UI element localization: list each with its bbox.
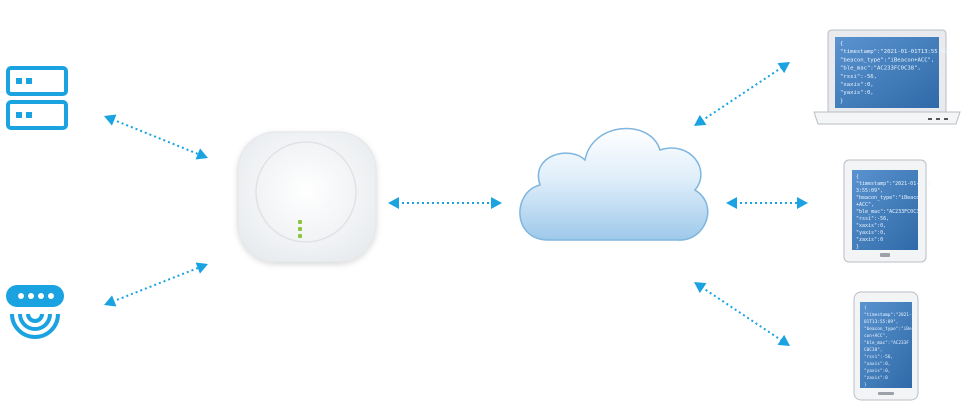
laptop-icon: { "timestamp":"2021-01-01T13:55:09", "beac…: [813, 29, 961, 125]
edge-server-gateway: [111, 118, 201, 156]
phone-screen-line: "xaxis":0,: [864, 361, 890, 367]
laptop-screen-line: {: [840, 41, 843, 47]
arrowhead: [694, 114, 707, 126]
laptop-screen-line: "beacon_type":"iBeacon+ACC",: [840, 57, 934, 63]
gateway-device: [237, 131, 377, 263]
arrowhead: [104, 295, 117, 307]
phone-screen-line: "yaxis":0,: [864, 368, 890, 374]
edge-cloud-laptop: [700, 66, 784, 122]
laptop-screen-line: }: [840, 98, 843, 104]
arrowhead: [491, 197, 502, 209]
arrowhead: [195, 148, 208, 160]
tablet-screen-line: "zaxis":0: [856, 237, 883, 243]
tablet-screen-line: "rssi":-56,: [856, 216, 889, 222]
edge-beacon-gateway: [112, 266, 200, 303]
phone-screen-line: C0C38",: [864, 347, 883, 353]
phone-screen-line: "ble_mac":"AC233F: [864, 340, 909, 346]
tablet-screen-line: "timestamp":"2021-01-01T1: [856, 181, 931, 187]
arrowhead: [694, 282, 707, 294]
phone-icon: {"timestamp":"2021-01-01T13:55:09","beac…: [853, 291, 920, 401]
cloud-icon: [519, 127, 709, 241]
phone-screen-text: {"timestamp":"2021-01-01T13:55:09","beac…: [864, 305, 920, 388]
phone-screen-line: "rssi":-56,: [864, 354, 893, 360]
tablet-screen-line: {: [856, 174, 859, 180]
laptop-screen-line: "yaxis":0,: [840, 90, 874, 96]
tablet-screen-line: "yaxis":0,: [856, 230, 886, 236]
edge-cloud-phone: [700, 286, 784, 342]
tablet-screen-line: 3:55:09",: [856, 188, 883, 194]
phone-screen-line: }: [864, 382, 867, 388]
tablet-screen-line: +ACC",: [856, 202, 874, 208]
arrowhead: [797, 197, 808, 209]
phone-screen-line: 01T13:55:09",: [864, 319, 898, 325]
tablet-screen-line: "ble_mac":"AC233FC0C38",: [856, 209, 928, 215]
arrowhead: [388, 197, 399, 209]
phone-screen-line: "beacon_type":"iBea: [864, 326, 915, 332]
server-icon: [6, 66, 68, 130]
tablet-screen-text: {"timestamp":"2021-01-01T13:55:09","beac…: [856, 174, 931, 250]
arrowhead: [726, 197, 737, 209]
arrowhead: [777, 334, 790, 346]
tablet-icon: {"timestamp":"2021-01-01T13:55:09","beac…: [843, 159, 931, 263]
phone-screen-line: con+ACC",: [864, 333, 888, 339]
arrowhead: [104, 114, 117, 126]
arrowhead: [195, 262, 208, 274]
phone-screen-line: "zaxis":0: [864, 375, 888, 381]
arrowhead: [777, 62, 790, 74]
phone-screen-line: "timestamp":"2021-01-: [864, 312, 920, 318]
laptop-screen-line: "xaxis":0,: [840, 82, 874, 88]
connections: [104, 62, 808, 346]
laptop-screen-line: "ble_mac":"AC233FC0C38",: [840, 66, 921, 72]
phone-screen-line: {: [864, 305, 867, 311]
beacon-icon: [6, 285, 64, 339]
laptop-screen-text: { "timestamp":"2021-01-01T13:55:09", "beac…: [840, 41, 955, 104]
tablet-screen-line: "xaxis":0,: [856, 223, 886, 229]
laptop-screen-line: "rssi":-56,: [840, 74, 877, 80]
tablet-screen-line: }: [856, 244, 859, 250]
laptop-screen-line: "timestamp":"2021-01-01T13:55:09",: [840, 49, 955, 55]
tablet-screen-line: "beacon_type":"iBeacon: [856, 195, 922, 201]
